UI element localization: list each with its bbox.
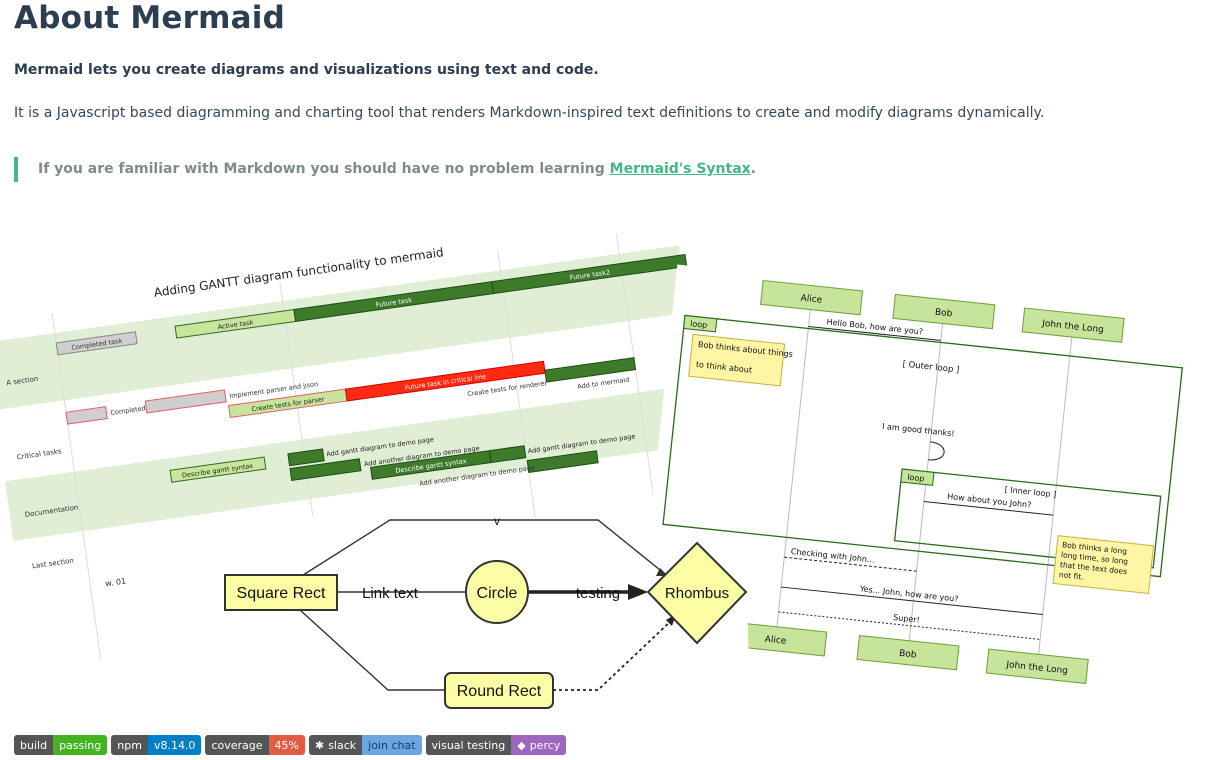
- gantt-task-bar: [344, 360, 546, 402]
- badge-label: visual testing: [425, 735, 512, 755]
- slack-badge-left: ✱slack: [308, 735, 363, 755]
- intro-lead: Mermaid lets you create diagrams and vis…: [14, 62, 599, 78]
- actor-box: [856, 634, 960, 671]
- gantt-task-bar: [488, 445, 527, 464]
- badge-row: build passing npm v8.14.0 coverage 45% ✱…: [14, 735, 567, 755]
- note-text: not fit.: [1059, 570, 1085, 582]
- flowchart-diagram: v Link text testing Square Rect Circle R…: [224, 514, 750, 709]
- gantt-task-bar: [544, 357, 637, 383]
- percy-badge[interactable]: visual testing ◆percy: [425, 735, 567, 755]
- flow-node-rhombus: [646, 541, 748, 645]
- message-arrow: [808, 326, 941, 341]
- loop-tag: [900, 468, 935, 486]
- edge-label: Link text: [362, 585, 419, 602]
- flow-node-square: [224, 574, 338, 611]
- badge-label: build: [14, 735, 54, 755]
- edge-label: testing: [576, 585, 620, 602]
- page-title: About Mermaid: [14, 0, 285, 36]
- gantt-task-bar: [491, 253, 688, 295]
- badge-value: percy: [529, 738, 561, 752]
- flow-node-label: Square Rect: [237, 585, 326, 602]
- flow-node-circle: [465, 560, 529, 624]
- actor-box: [760, 279, 864, 316]
- flow-node-label: Rhombus: [665, 585, 729, 602]
- actor-box: [892, 293, 996, 330]
- message-arrow: [923, 501, 1054, 516]
- actor-label: Bob: [899, 649, 918, 661]
- arrowhead: [628, 584, 648, 600]
- inner-loop-frame: [893, 468, 1162, 569]
- flow-node-round: [444, 672, 554, 709]
- syntax-blockquote: If you are familiar with Markdown you sh…: [14, 157, 756, 182]
- message-arrow: [784, 556, 917, 572]
- badge-value: passing: [53, 735, 108, 755]
- gantt-task-bar: [526, 450, 599, 473]
- outer-loop-frame: [662, 314, 1183, 578]
- self-message-arrow: [928, 441, 945, 461]
- gantt-diagram: Adding GANTT diagram functionality to me…: [0, 200, 726, 675]
- percy-badge-right: ◆percy: [511, 735, 567, 755]
- message-label: Super!: [893, 613, 920, 625]
- badge-label: npm: [111, 735, 148, 755]
- hero-diagram-collage: Adding GANTT diagram functionality to me…: [0, 200, 1195, 720]
- gantt-axis-tick: w. 01: [105, 577, 127, 589]
- loop-tag-label: loop: [907, 473, 925, 484]
- intro-description: It is a Javascript based diagramming and…: [14, 105, 1045, 121]
- badge-value: v8.14.0: [147, 735, 202, 755]
- slack-icon: ✱: [314, 738, 325, 752]
- quote-text: If you are familiar with Markdown you sh…: [38, 161, 610, 177]
- build-badge[interactable]: build passing: [14, 735, 108, 755]
- flow-edge: [299, 519, 666, 578]
- gantt-task-bar: [65, 406, 108, 425]
- npm-badge[interactable]: npm v8.14.0: [111, 735, 202, 755]
- badge-label: coverage: [205, 735, 269, 755]
- flow-node-label: Circle: [477, 585, 518, 602]
- loop-tag: [683, 314, 718, 333]
- gantt-task-bar: [289, 458, 362, 482]
- mermaid-syntax-link[interactable]: Mermaid's Syntax: [609, 161, 751, 177]
- coverage-badge[interactable]: coverage 45%: [205, 735, 305, 755]
- badge-value: join chat: [362, 735, 422, 755]
- badge-value: 45%: [268, 735, 305, 755]
- percy-icon: ◆: [517, 738, 526, 752]
- badge-label: slack: [328, 738, 357, 752]
- gantt-task-bar: [169, 456, 267, 483]
- note-box: [688, 333, 786, 387]
- flow-edge: [553, 619, 673, 691]
- quote-end: .: [750, 161, 756, 177]
- gantt-task-bar: [55, 331, 138, 356]
- flow-node-label: Round Rect: [457, 683, 542, 700]
- actor-label: Bob: [934, 308, 953, 320]
- actor-box: [1021, 307, 1125, 343]
- sequence-diagram: Alice Bob John the Long loop [ Outer loo…: [634, 264, 1195, 720]
- message-arrow: [781, 586, 1043, 616]
- edge-label: v: [494, 514, 500, 528]
- actor-label: Alice: [764, 635, 787, 647]
- actor-box: [985, 648, 1089, 684]
- loop-tag-label: loop: [690, 319, 708, 330]
- note-box: [1052, 535, 1155, 595]
- gantt-task-bar: [144, 389, 227, 414]
- slack-badge[interactable]: ✱slack join chat: [308, 735, 422, 755]
- gantt-task-bar: [287, 448, 325, 467]
- flow-edge: [299, 609, 445, 691]
- actor-label: Alice: [800, 294, 823, 306]
